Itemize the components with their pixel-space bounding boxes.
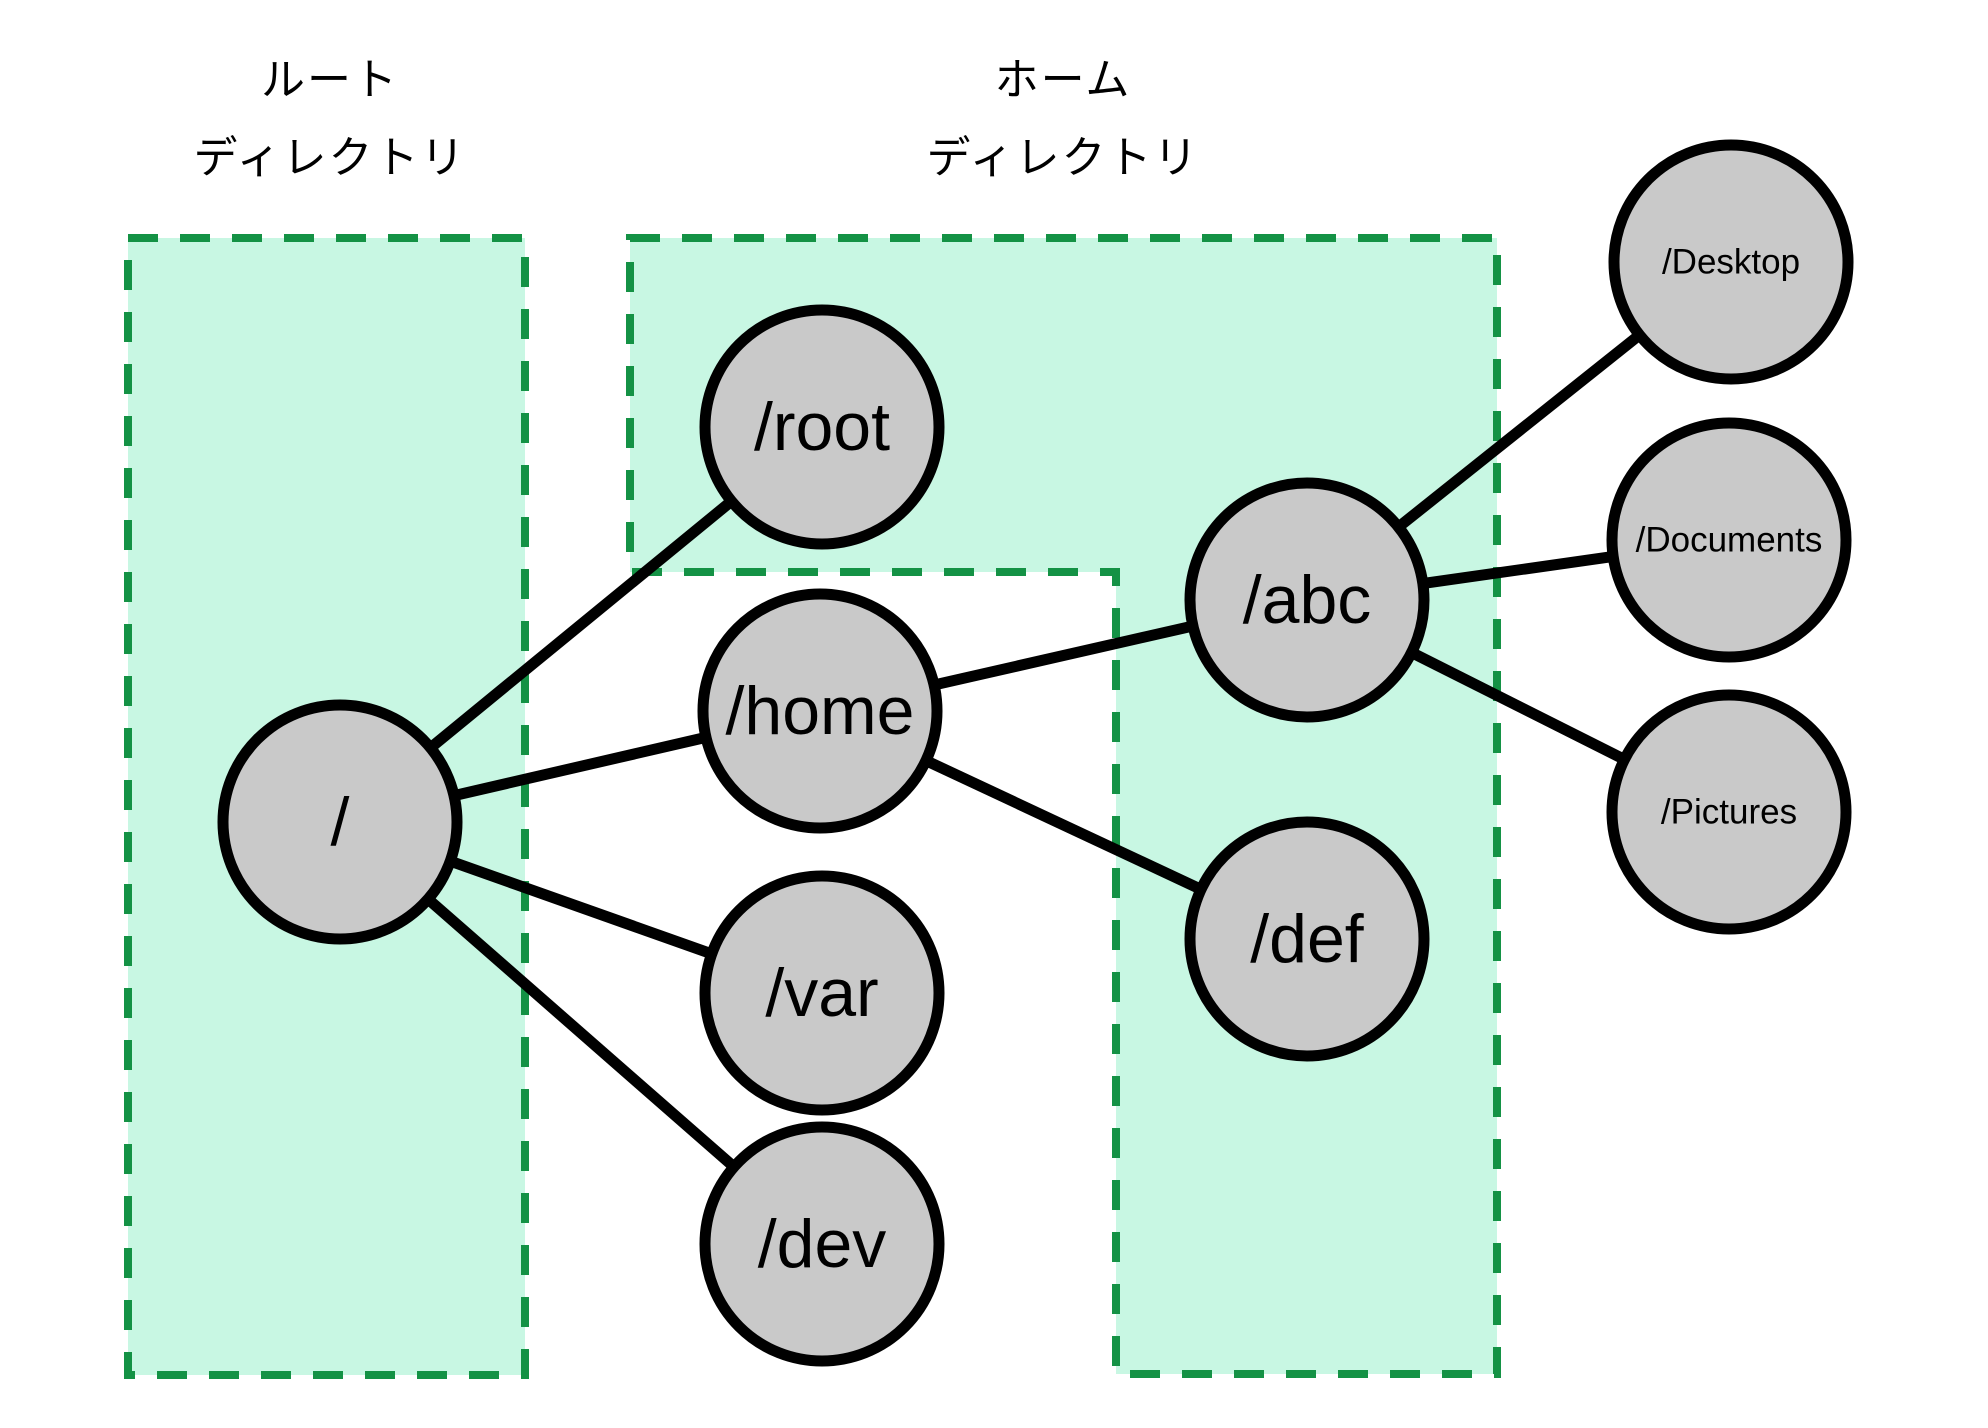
node-home-label: /home [726, 673, 915, 749]
node-root-label: / [331, 784, 350, 860]
home-directory-caption-line2: ディレクトリ [927, 134, 1200, 183]
node-documents-circle [1606, 417, 1852, 663]
node-var: /var [699, 870, 945, 1116]
node-def-label: /def [1250, 901, 1364, 977]
node-dev-label: /dev [758, 1206, 887, 1282]
root-directory-caption-line2: ディレクトリ [194, 134, 467, 183]
node-desktop-label: /Desktop [1662, 243, 1800, 282]
root-directory-caption: ルート ディレクトリ [194, 56, 467, 183]
node-documents-label: /Documents [1636, 521, 1823, 560]
home-directory-caption-line1: ホーム [995, 56, 1132, 105]
node-def: /def [1184, 816, 1430, 1062]
node-dev-circle [699, 1121, 945, 1367]
node-pictures-label: /Pictures [1661, 793, 1797, 832]
node-pictures: /Pictures [1606, 689, 1852, 935]
node-desktop: /Desktop [1608, 139, 1854, 385]
node-dev: /dev [699, 1121, 945, 1367]
node-pictures-circle [1606, 689, 1852, 935]
node-desktop-circle [1608, 139, 1854, 385]
node-home: /home [697, 588, 943, 834]
node-slashroot: /root [699, 304, 945, 550]
node-abc-circle [1184, 477, 1430, 723]
node-var-label: /var [765, 955, 878, 1031]
node-var-circle [699, 870, 945, 1116]
node-slashroot-circle [699, 304, 945, 550]
node-home-circle [697, 588, 943, 834]
node-root: / [217, 699, 463, 945]
node-abc-label: /abc [1243, 562, 1372, 638]
node-abc: /abc [1184, 477, 1430, 723]
home-directory-caption: ホーム ディレクトリ [927, 56, 1200, 183]
node-def-circle [1184, 816, 1430, 1062]
root-directory-caption-line1: ルート [261, 56, 399, 105]
node-root-circle [217, 699, 463, 945]
node-documents: /Documents [1606, 417, 1852, 663]
node-slashroot-label: /root [754, 389, 890, 465]
